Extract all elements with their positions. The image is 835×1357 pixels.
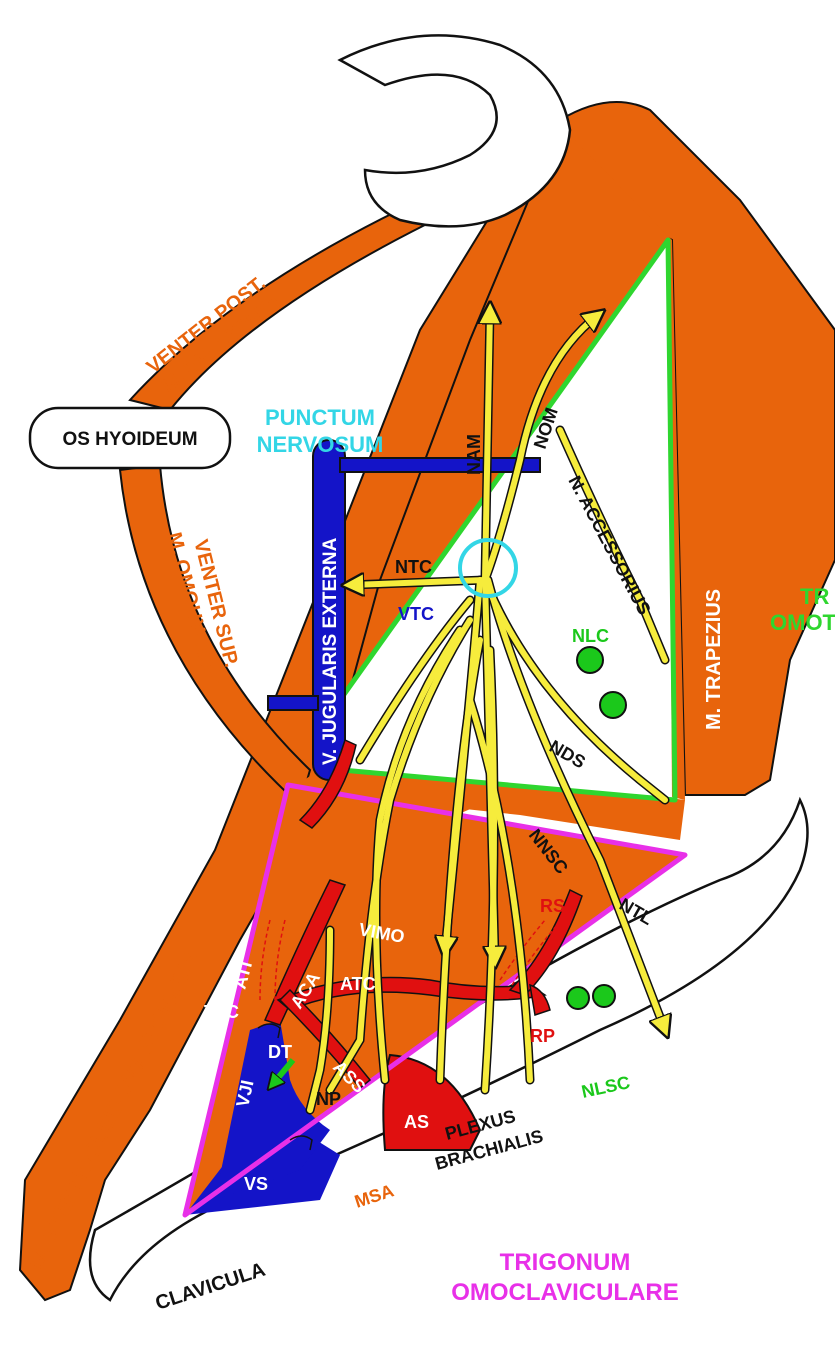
label-trigonum-omotrap-2: OMOT (770, 610, 835, 635)
label-as: AS (404, 1112, 429, 1132)
label-punctum-2: NERVOSUM (257, 432, 384, 457)
lymph-node (577, 647, 603, 673)
lymph-node (600, 692, 626, 718)
label-trigonum-omotrap-1: TR (800, 584, 829, 609)
label-v-jugularis-externa: V. JUGULARIS EXTERNA (320, 537, 341, 765)
label-rp: RP (530, 1026, 555, 1046)
label-dt: DT (268, 1042, 292, 1062)
label-nam: NAM (464, 434, 484, 475)
label-m-trapezius: M. TRAPEZIUS (703, 589, 725, 730)
vein-branch-shape (268, 696, 318, 710)
label-atc: ATC (340, 974, 376, 994)
label-ttc: TTC (204, 1002, 239, 1022)
label-nlsc: NLSC (580, 1072, 632, 1102)
label-vtc: VTC (398, 604, 434, 624)
label-os-hyoideum: OS HYOIDEUM (62, 429, 197, 450)
label-nlc: NLC (572, 626, 609, 646)
label-np: NP (316, 1089, 341, 1109)
label-trigonum-omoclav-1: TRIGONUM (500, 1249, 631, 1276)
label-trigonum-omoclav-2: OMOCLAVICULARE (451, 1279, 679, 1306)
vtc-vein-shape (340, 458, 540, 472)
label-clavicula: CLAVICULA (153, 1259, 268, 1315)
lymph-node (567, 987, 589, 1009)
lymph-node (593, 985, 615, 1007)
label-rs: RS (540, 896, 565, 916)
label-msa: MSA (352, 1180, 396, 1211)
label-punctum-1: PUNCTUM (265, 405, 375, 430)
label-ntc: NTC (395, 557, 432, 577)
label-vs: VS (244, 1174, 268, 1194)
